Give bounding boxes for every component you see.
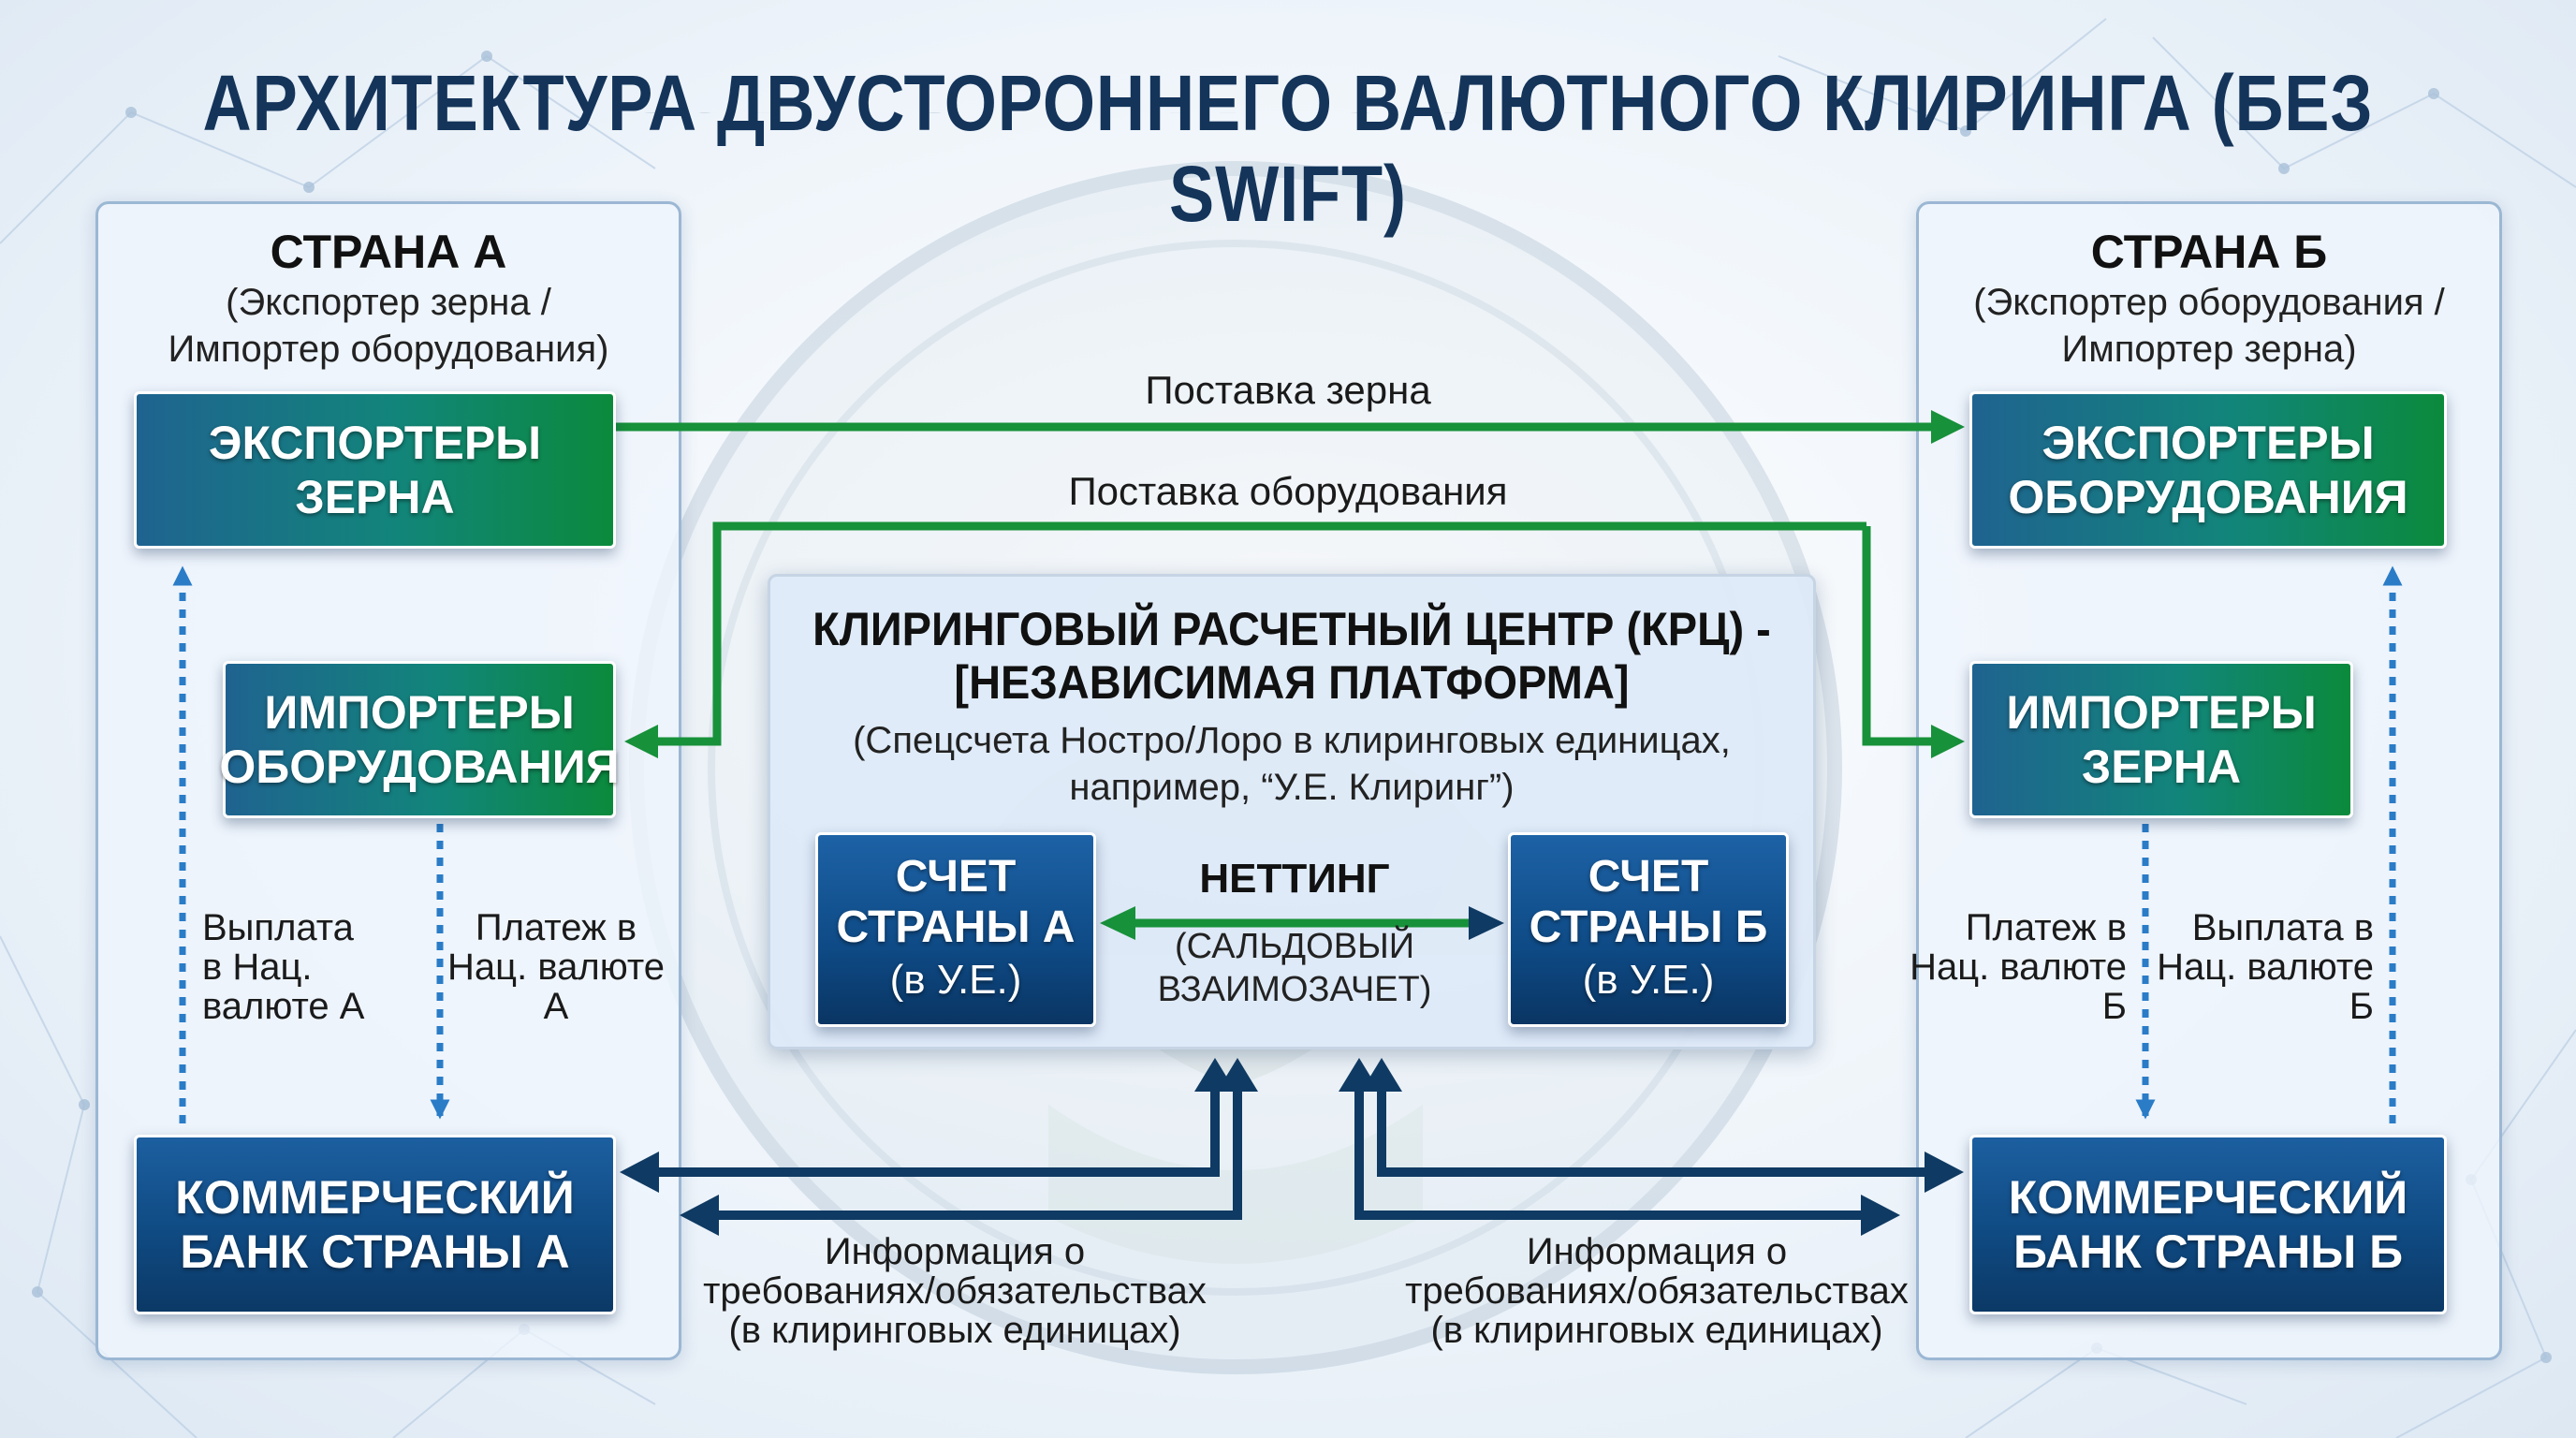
equipment-importers-a[interactable]: ИМПОРТЕРЫ ОБОРУДОВАНИЯ bbox=[219, 661, 620, 818]
clearing-center-subtitle: (Спецсчета Ностро/Лоро в клиринговых еди… bbox=[853, 720, 1731, 808]
account-a-unit: (в У.Е.) bbox=[889, 957, 1022, 1003]
account-country-a[interactable]: СЧЕТ СТРАНЫ А (в У.Е.) bbox=[815, 832, 1096, 1027]
equipment-importers-a-label: ИМПОРТЕРЫ ОБОРУДОВАНИЯ bbox=[219, 686, 620, 793]
country-b-subtitle: (Экспортер оборудования / Импортер зерна… bbox=[1973, 282, 2445, 370]
account-country-b[interactable]: СЧЕТ СТРАНЫ Б (в У.Е.) bbox=[1508, 832, 1789, 1027]
netting-subtitle: (САЛЬДОВЫЙ ВЗАИМОЗАЧЕТ) bbox=[1157, 927, 1432, 1009]
commercial-bank-a[interactable]: КОММЕРЧЕСКИЙ БАНК СТРАНЫ А bbox=[134, 1135, 616, 1314]
info-b-label: Информация о требованиях/обязательствах … bbox=[1405, 1231, 1909, 1351]
commercial-bank-b[interactable]: КОММЕРЧЕСКИЙ БАНК СТРАНЫ Б bbox=[1969, 1135, 2447, 1314]
country-b-title: СТРАНА Б bbox=[2090, 226, 2328, 278]
payout-b-label: Выплата в Нац. валюте Б bbox=[2157, 907, 2374, 1027]
grain-exporters-a[interactable]: ЭКСПОРТЕРЫ ЗЕРНА bbox=[134, 391, 616, 549]
clearing-center: КЛИРИНГОВЫЙ РАСЧЕТНЫЙ ЦЕНТР (КРЦ) - [НЕЗ… bbox=[768, 574, 1816, 1049]
grain-importers-b[interactable]: ИМПОРТЕРЫ ЗЕРНА bbox=[1969, 661, 2353, 818]
watermark-text: КУЛЬТУРА ПРОФИТА bbox=[562, 112, 1723, 137]
equipment-exporters-b[interactable]: ЭКСПОРТЕРЫ ОБОРУДОВАНИЯ bbox=[1969, 391, 2447, 549]
equipment-exporters-b-label: ЭКСПОРТЕРЫ ОБОРУДОВАНИЯ bbox=[2008, 417, 2408, 523]
account-b-title: СЧЕТ СТРАНЫ Б bbox=[1529, 852, 1768, 952]
clearing-center-title: КЛИРИНГОВЫЙ РАСЧЕТНЫЙ ЦЕНТР (КРЦ) - [НЕЗ… bbox=[812, 603, 1771, 709]
account-b-unit: (в У.Е.) bbox=[1582, 957, 1715, 1003]
netting-arrow bbox=[1100, 906, 1504, 940]
commercial-bank-a-label: КОММЕРЧЕСКИЙ БАНК СТРАНЫ А bbox=[175, 1171, 575, 1278]
grain-exporters-a-label: ЭКСПОРТЕРЫ ЗЕРНА bbox=[208, 417, 542, 523]
grain-importers-b-label: ИМПОРТЕРЫ ЗЕРНА bbox=[2006, 686, 2317, 793]
equipment-supply-label: Поставка оборудования bbox=[1068, 469, 1508, 513]
payment-a-label: Платеж в Нац. валюте А bbox=[447, 907, 665, 1027]
account-a-title: СЧЕТ СТРАНЫ А bbox=[836, 852, 1076, 952]
info-a-label: Информация о требованиях/обязательствах … bbox=[703, 1231, 1207, 1351]
payout-a-label: Выплата в Нац. валюте А bbox=[202, 907, 365, 1027]
payment-b-label: Платеж в Нац. валюте Б bbox=[1910, 907, 2127, 1027]
country-a-subtitle: (Экспортер зерна / Импортер оборудования… bbox=[168, 282, 609, 370]
page-title: АРХИТЕКТУРА ДВУСТОРОННЕГО ВАЛЮТНОГО КЛИР… bbox=[202, 59, 2374, 238]
country-a-title: СТРАНА А bbox=[270, 226, 507, 278]
netting-label: НЕТТИНГ bbox=[1199, 856, 1390, 902]
grain-supply-label: Поставка зерна bbox=[1145, 368, 1431, 412]
commercial-bank-b-label: КОММЕРЧЕСКИЙ БАНК СТРАНЫ Б bbox=[2008, 1171, 2408, 1278]
